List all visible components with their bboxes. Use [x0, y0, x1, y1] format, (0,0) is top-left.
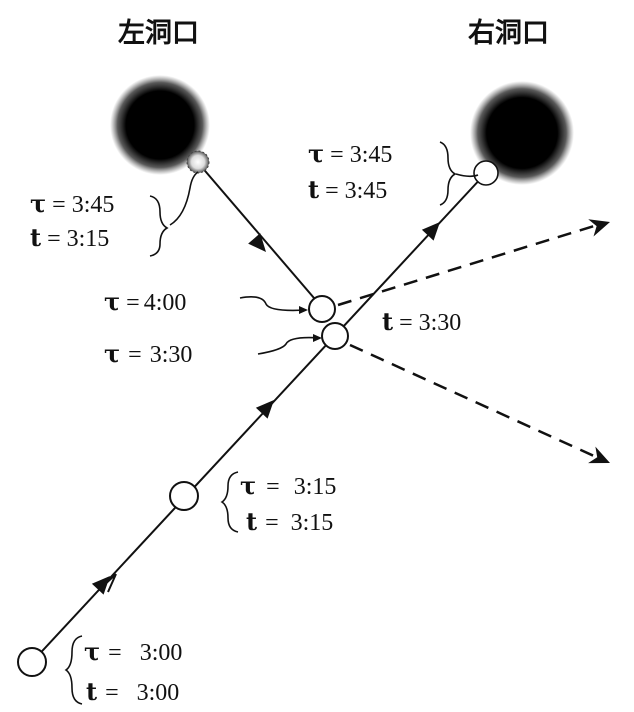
svg-text:τ=3:45: τ=3:45 — [308, 139, 392, 168]
label-tau-old-collision: τ=3:30 — [104, 334, 322, 368]
svg-text:t=3:00: t=3:00 — [86, 677, 179, 706]
ball-old-collision — [321, 322, 349, 350]
label-tau-new-collision: τ=4:00 — [104, 287, 308, 316]
leader-line — [455, 173, 479, 178]
arrow-icon — [421, 222, 440, 241]
ball-new-collision — [308, 295, 336, 323]
label-mid: τ=3:15 t=3:15 — [220, 471, 336, 536]
arrow-icon — [91, 576, 110, 595]
leader-line — [257, 336, 321, 355]
brace — [149, 195, 169, 257]
leader-line — [169, 171, 199, 226]
brace — [439, 141, 457, 206]
svg-text:t=3:15: t=3:15 — [246, 507, 333, 536]
leader-line — [239, 296, 307, 312]
arrow-icon — [299, 306, 308, 314]
brace — [220, 471, 239, 533]
arrow-icon — [313, 334, 322, 342]
svg-text:τ=3:00: τ=3:00 — [84, 637, 182, 666]
svg-text:τ=3:15: τ=3:15 — [240, 471, 336, 500]
right-wormhole-mouth — [470, 81, 574, 185]
svg-text:τ=3:45: τ=3:45 — [30, 189, 114, 218]
arrow-icon — [588, 446, 610, 464]
arrow-icon — [255, 400, 274, 419]
arrow-icon — [588, 219, 610, 237]
label-left-exit: τ=3:45 t=3:15 — [30, 171, 199, 257]
right-mouth-title: 右洞口 — [468, 18, 549, 49]
left-wormhole-mouth — [110, 75, 210, 175]
label-t-collision: t=3:30 — [382, 307, 461, 336]
svg-text:τ=4:00: τ=4:00 — [104, 287, 186, 316]
ball-mid — [169, 481, 199, 511]
ball-start — [17, 647, 47, 677]
arrow-icon — [248, 233, 266, 252]
ball-entering-right — [473, 160, 499, 186]
label-right-enter: τ=3:45 t=3:45 — [308, 139, 479, 206]
label-start: τ=3:00 t=3:00 — [64, 635, 182, 706]
svg-text:t=3:15: t=3:15 — [30, 223, 109, 252]
svg-text:t=3:45: t=3:45 — [308, 175, 387, 204]
deflected-path-lower — [349, 343, 595, 458]
left-mouth-title: 左洞口 — [118, 18, 199, 49]
ball-exiting-left — [186, 150, 210, 174]
deflected-path-upper — [337, 224, 595, 307]
brace — [64, 635, 83, 705]
svg-text:τ=3:30: τ=3:30 — [104, 339, 192, 368]
